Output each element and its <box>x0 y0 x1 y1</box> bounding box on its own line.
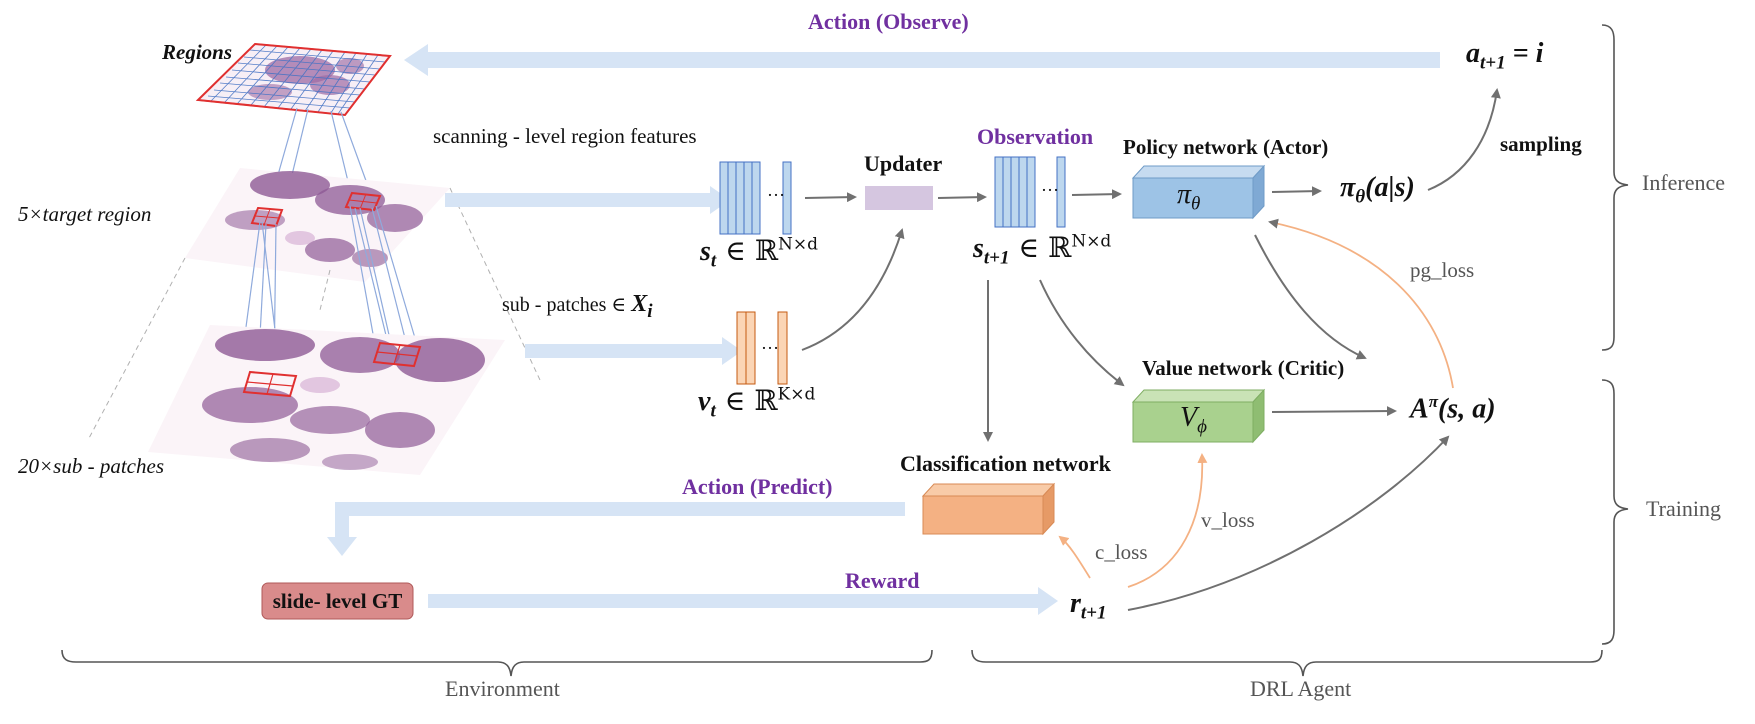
action-next-math: at+1 = i <box>1466 38 1544 74</box>
feature-matrix-s-next <box>994 156 1066 228</box>
sampling-label: sampling <box>1500 132 1582 156</box>
policy-distribution-math: πθ(a|s) <box>1340 172 1415 208</box>
patch-v-t-math: vt ∈ ℝK×d <box>698 384 816 422</box>
observation-label: Observation <box>977 124 1094 149</box>
training-label: Training <box>1646 496 1721 521</box>
feature-matrix-s-t <box>719 161 792 235</box>
inference-label: Inference <box>1642 170 1726 195</box>
value-network-box <box>1131 388 1266 444</box>
updater-label: Updater <box>864 151 943 176</box>
c-loss-label: c_loss <box>1095 540 1148 564</box>
environment-label: Environment <box>445 676 560 701</box>
brace-drl-agent <box>971 649 1603 677</box>
policy-network-box <box>1131 164 1266 220</box>
flow-arrows <box>327 44 1440 615</box>
ellipsis-v-t: … <box>761 333 779 353</box>
loss-arrows <box>1058 218 1454 588</box>
twenty-sub-patches-label: 20×sub - patches <box>18 454 164 478</box>
classification-network-box <box>921 482 1056 536</box>
advantage-math: Aπ(s, a) <box>1410 392 1496 425</box>
action-observe-label: Action (Observe) <box>808 9 969 34</box>
slide-level-gt-box <box>261 582 414 620</box>
classification-network-label: Classification network <box>900 451 1111 476</box>
regions-label: Regions <box>162 40 233 64</box>
target-region-label: 5×target region <box>18 202 152 226</box>
scanning-features-label: scanning - level region features <box>433 124 697 148</box>
slide-20x <box>148 325 505 475</box>
slide-level-gt-label: slide- level GT <box>272 589 403 613</box>
policy-network-label: Policy network (Actor) <box>1123 135 1329 159</box>
gray-arrows <box>801 88 1501 611</box>
brace-inference <box>1601 24 1629 351</box>
policy-pi-theta-math: πθ <box>1177 179 1201 215</box>
reward-r-next-math: rt+1 <box>1070 588 1107 624</box>
ellipsis-s-next: … <box>1041 175 1059 195</box>
regions-grid <box>195 42 392 117</box>
value-network-label: Value network (Critic) <box>1142 356 1345 380</box>
drl-agent-label: DRL Agent <box>1250 676 1352 701</box>
updater-block <box>865 186 933 210</box>
brace-environment <box>61 649 933 677</box>
sub-patches-label: sub - patches ∈ Xi <box>502 291 653 322</box>
state-s-next-math: st+1 ∈ ℝN×d <box>973 231 1112 269</box>
value-v-phi-math: Vϕ <box>1180 402 1207 438</box>
v-loss-label: v_loss <box>1201 508 1255 532</box>
reward-label: Reward <box>845 568 920 593</box>
slide-5x <box>185 168 450 282</box>
action-predict-label: Action (Predict) <box>682 474 833 499</box>
patch-matrix-v-t <box>736 311 788 385</box>
pg-loss-label: pg_loss <box>1410 258 1475 282</box>
state-s-t-math: st ∈ ℝN×d <box>700 234 818 272</box>
ellipsis-s-t: … <box>767 180 785 200</box>
brace-training <box>1601 379 1629 645</box>
